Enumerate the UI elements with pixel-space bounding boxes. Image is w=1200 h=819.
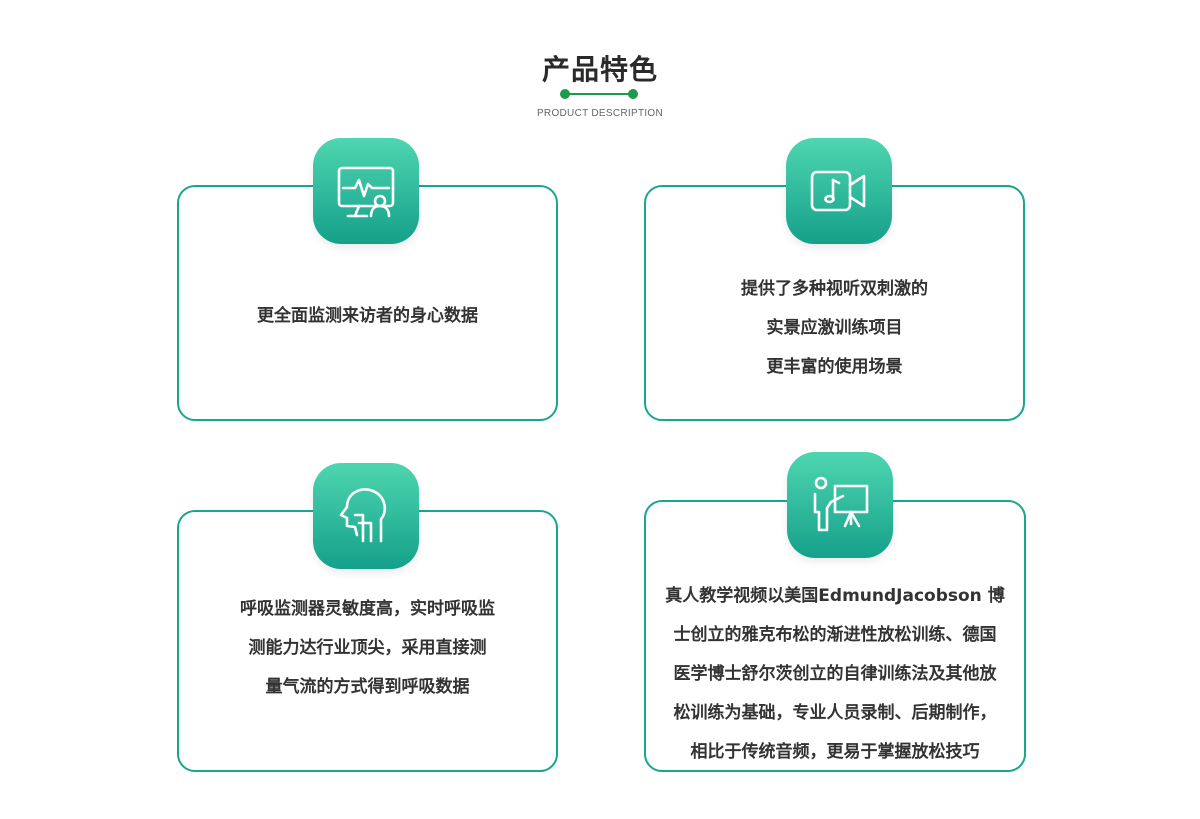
feature-text: 更全面监测来访者的身心数据 bbox=[199, 297, 536, 336]
feature-text: 真人教学视频以美国EdmundJacobson 博 士创立的雅克布松的渐进性放松… bbox=[656, 577, 1014, 772]
video-camera-music-icon bbox=[786, 138, 892, 244]
feature-text-line: 量气流的方式得到呼吸数据 bbox=[265, 677, 470, 697]
feature-text-line: 真人教学视频以美国EdmundJacobson 博 bbox=[665, 586, 1005, 606]
head-profile-breath-icon bbox=[313, 463, 419, 569]
monitor-pulse-icon bbox=[313, 138, 419, 244]
feature-text: 提供了多种视听双刺激的 实景应激训练项目 更丰富的使用场景 bbox=[666, 270, 1003, 387]
divider-dot-left bbox=[560, 89, 570, 99]
divider-line bbox=[566, 93, 632, 95]
section-title: 产品特色 bbox=[541, 53, 658, 86]
feature-text-line: 实景应激训练项目 bbox=[766, 318, 903, 338]
title-divider bbox=[560, 88, 638, 100]
divider-dot-right bbox=[628, 89, 638, 99]
teacher-presentation-icon bbox=[787, 452, 893, 558]
feature-text-line: 更全面监测来访者的身心数据 bbox=[257, 306, 478, 326]
section-subtitle: PRODUCT DESCRIPTION bbox=[536, 108, 664, 119]
feature-text-line: 更丰富的使用场景 bbox=[766, 357, 903, 377]
feature-text-line: 士创立的雅克布松的渐进性放松训练、德国 bbox=[673, 625, 997, 645]
feature-text-line: 松训练为基础，专业人员录制、后期制作， bbox=[673, 703, 997, 723]
feature-text-line: 测能力达行业顶尖，采用直接测 bbox=[248, 638, 487, 658]
feature-text-line: 相比于传统音频，更易于掌握放松技巧 bbox=[690, 742, 980, 762]
feature-text-line: 医学博士舒尔茨创立的自律训练法及其他放 bbox=[673, 664, 997, 684]
feature-text-line: 呼吸监测器灵敏度高，实时呼吸监 bbox=[240, 599, 495, 619]
feature-text: 呼吸监测器灵敏度高，实时呼吸监 测能力达行业顶尖，采用直接测 量气流的方式得到呼… bbox=[199, 590, 536, 707]
feature-text-line: 提供了多种视听双刺激的 bbox=[741, 279, 928, 299]
